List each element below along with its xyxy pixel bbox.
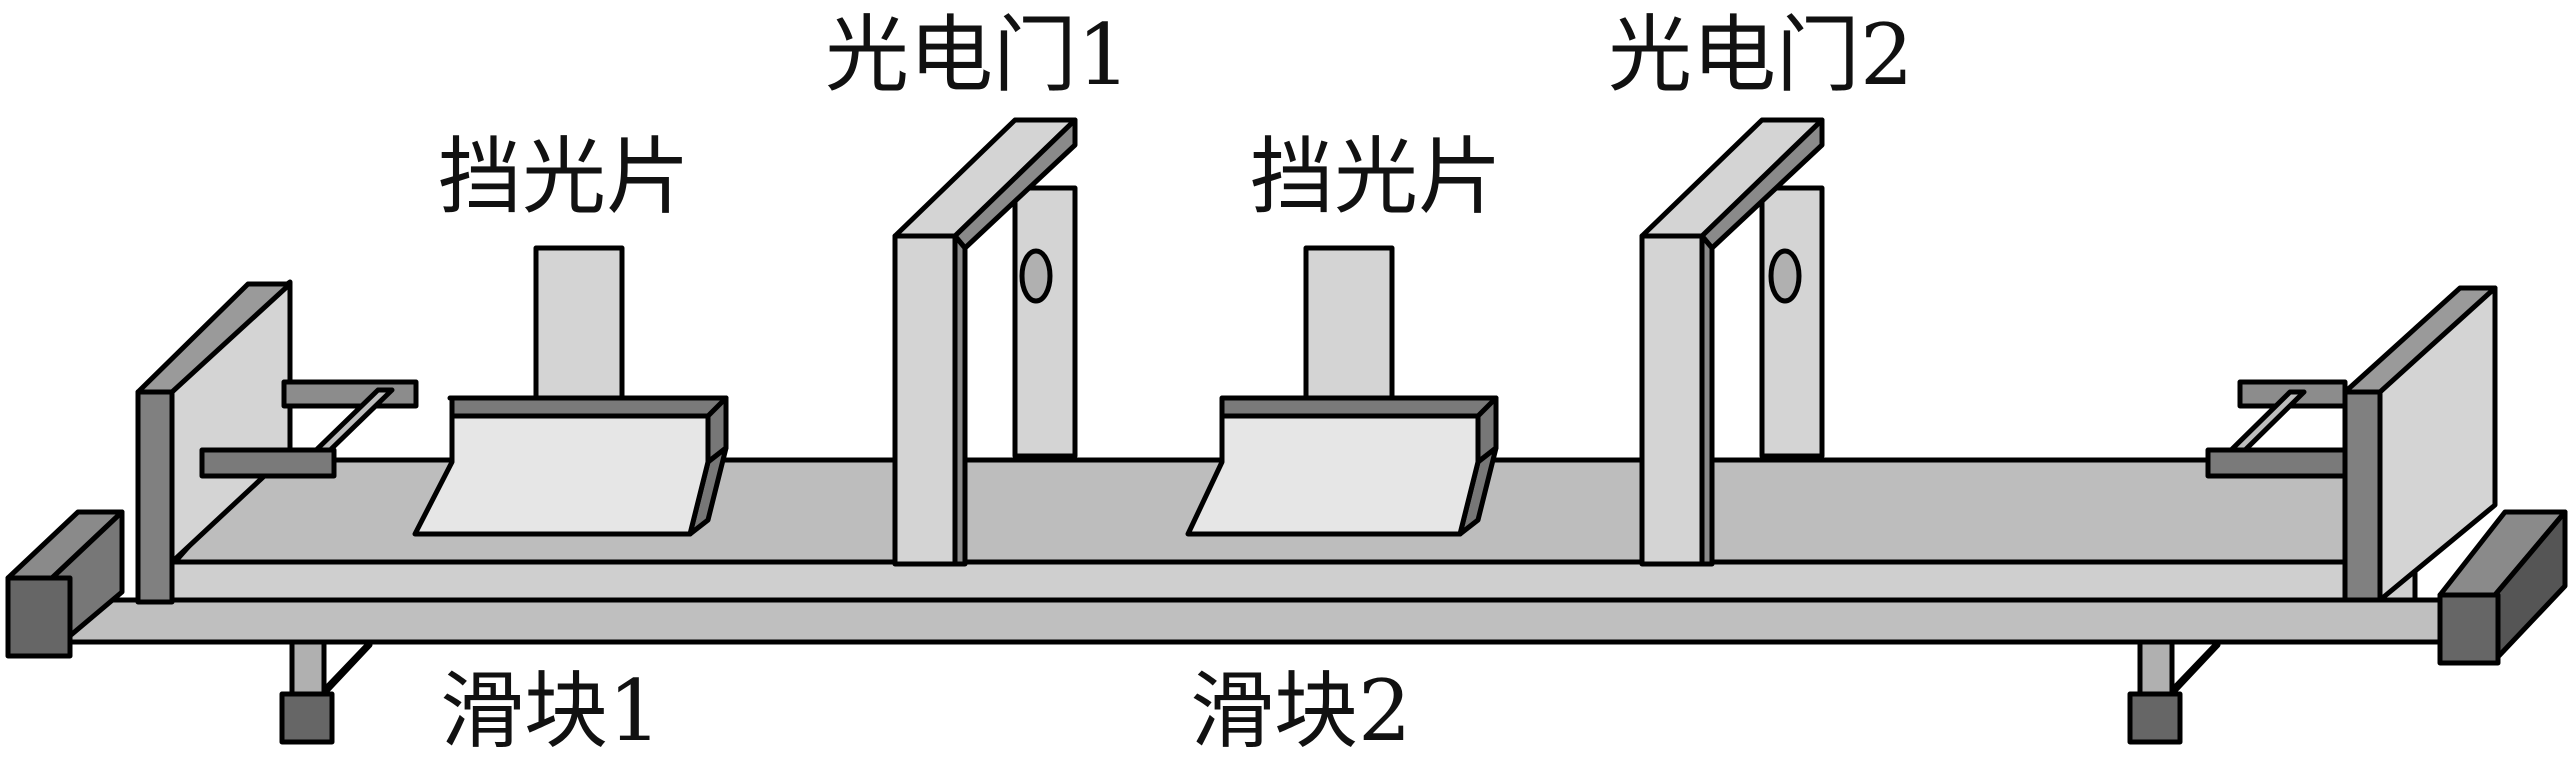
- photogate-2-sensor: [1768, 248, 1802, 304]
- photogate-1-front-post: [892, 233, 958, 567]
- photogate-2-front-post-edge: [1699, 233, 1715, 567]
- right-leg-post: [2137, 639, 2175, 697]
- photogate-1-back-post: [1012, 185, 1078, 459]
- photogate-2-front-post: [1639, 233, 1705, 567]
- right-stand-post: [2342, 389, 2383, 603]
- track-legs: [279, 639, 2221, 745]
- track-front-face: [167, 559, 2418, 603]
- left-end-block-front: [5, 575, 73, 659]
- right-end-block-front: [2437, 592, 2501, 666]
- photogate-1-front-post-edge: [952, 233, 968, 567]
- end-blocks: [5, 509, 2568, 666]
- slider-1-top-bar: [449, 395, 729, 419]
- photogate-1-sensor: [1019, 248, 1053, 304]
- left-leg-brace: [321, 639, 373, 697]
- slider-1-body: [412, 413, 711, 537]
- right-leg-foot: [2127, 691, 2183, 745]
- left-bracket-upper: [281, 379, 419, 409]
- label-shading-plate-2: 挡光片: [1250, 128, 1502, 226]
- shading-plate-1: [533, 245, 625, 411]
- right-bracket-lower: [2205, 447, 2348, 479]
- label-slider-2: 滑块2: [1190, 662, 1411, 760]
- left-end-stand: [135, 279, 419, 605]
- photogate-1: [892, 117, 1078, 567]
- slider-1: [412, 245, 729, 537]
- label-photogate-1: 光电门1: [825, 6, 1130, 104]
- track-base-bar: [62, 597, 2488, 645]
- left-stand-post: [135, 389, 175, 605]
- slider-2-top-bar: [1219, 395, 1499, 419]
- photogate-2: [1639, 117, 1825, 567]
- label-shading-plate-1: 挡光片: [438, 128, 690, 226]
- right-leg-brace: [2169, 639, 2221, 697]
- right-end-stand: [2205, 285, 2498, 603]
- left-leg-post: [289, 639, 327, 697]
- photogate-2-back-post: [1759, 185, 1825, 459]
- label-slider-1: 滑块1: [440, 662, 661, 760]
- slider-2-body: [1185, 413, 1481, 537]
- label-photogate-2: 光电门2: [1608, 6, 1913, 104]
- slider-2: [1185, 245, 1499, 537]
- left-bracket-lower: [199, 447, 337, 479]
- left-leg-foot: [279, 691, 335, 745]
- shading-plate-2: [1303, 245, 1395, 411]
